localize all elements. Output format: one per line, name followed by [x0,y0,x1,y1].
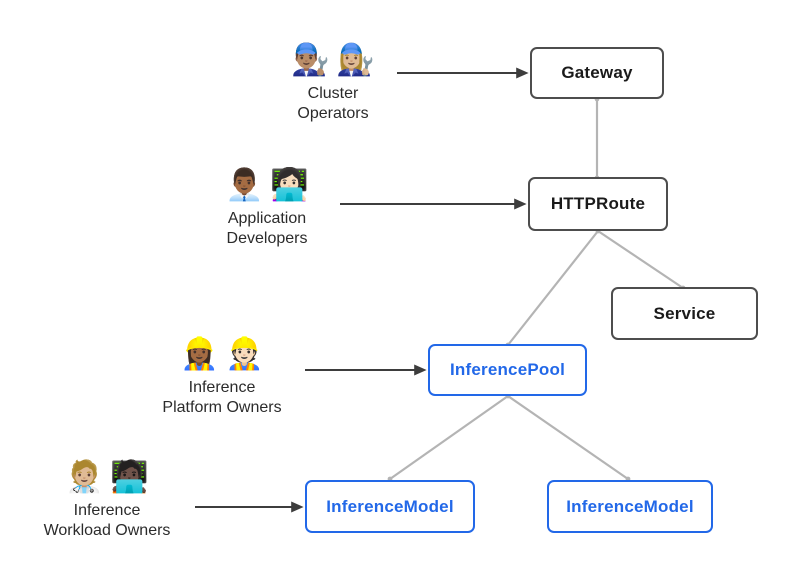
health-worker-emoji: 🧑🏼‍⚕️ [65,459,104,494]
node-service: Service [611,287,758,340]
inference-platform-owners-emoji: 👷🏾‍♀️👷🏻 [137,332,307,376]
node-httproute: HTTPRoute [528,177,668,231]
node-inferencemodel-left: InferenceModel [305,480,475,533]
edge-inferencepool-inferencemodel-1 [389,395,509,480]
woman-mechanic-emoji: 👩🏼‍🔧 [336,42,375,77]
inference-workload-owners-label: Inference Workload Owners [43,502,171,539]
node-gateway-label: Gateway [561,63,633,82]
edge-inferencepool-inferencemodel-2 [507,395,629,480]
actor-inference-workload-owners: 🧑🏼‍⚕️🧑🏿‍💻 Inference Workload Owners [22,455,192,541]
node-gateway: Gateway [530,47,664,99]
cluster-operators-emoji: 👨🏽‍🔧👩🏼‍🔧 [248,38,418,82]
man-mechanic-emoji: 👨🏽‍🔧 [291,42,330,77]
node-inferencemodel-left-label: InferenceModel [326,496,454,516]
man-office-worker-emoji: 👨🏾‍💼 [225,167,264,202]
woman-construction-worker-emoji: 👷🏾‍♀️ [180,336,219,371]
actor-arrows [195,67,529,513]
node-inferencepool: InferencePool [428,344,587,396]
node-inferencepool-label: InferencePool [449,360,566,379]
woman-technologist-emoji: 👩🏻‍💻 [270,167,309,202]
actor-inference-platform-owners: 👷🏾‍♀️👷🏻 Inference Platform Owners [137,332,307,418]
cluster-operators-label: Cluster Operators [297,85,369,122]
gray-edges [389,99,684,480]
technologist-emoji: 🧑🏿‍💻 [110,459,149,494]
node-inferencemodel-right: InferenceModel [547,480,713,533]
edge-httproute-service [597,230,684,289]
node-service-label: Service [653,303,716,323]
actor-cluster-operators: 👨🏽‍🔧👩🏼‍🔧 Cluster Operators [248,38,418,124]
application-developers-label: Application Developers [226,210,308,247]
edge-httproute-inferencepool [507,230,599,346]
construction-worker-emoji: 👷🏻 [225,336,264,371]
application-developers-emoji: 👨🏾‍💼👩🏻‍💻 [182,163,352,207]
inference-workload-owners-emoji: 🧑🏼‍⚕️🧑🏿‍💻 [22,455,192,499]
inference-platform-owners-label: Inference Platform Owners [162,379,282,416]
node-inferencemodel-right-label: InferenceModel [566,496,694,516]
actor-application-developers: 👨🏾‍💼👩🏻‍💻 Application Developers [182,163,352,249]
node-httproute-label: HTTPRoute [550,194,646,213]
